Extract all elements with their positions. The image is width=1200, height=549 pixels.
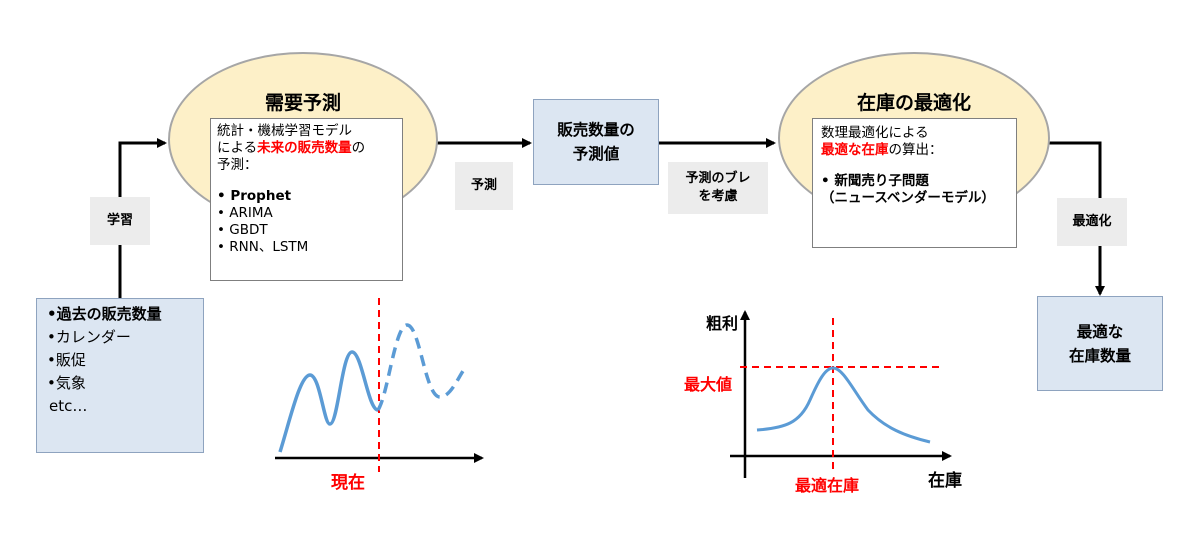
forecast-graph bbox=[275, 298, 484, 472]
optimal-quantity-box: 最適な 在庫数量 bbox=[1037, 296, 1163, 391]
input-item: •販促 bbox=[47, 351, 86, 369]
optimization-desc-highlight: 最適な在庫 bbox=[821, 142, 889, 158]
max-value-label: 最大値 bbox=[684, 375, 733, 394]
optimization-details: 数理最適化による 最適な在庫の算出： • 新聞売り子問題 （ニュースベンダーモデ… bbox=[812, 118, 1017, 248]
optimization-item: • 新聞売り子問題 bbox=[821, 173, 929, 189]
profit-graph bbox=[730, 310, 952, 478]
input-item: •過去の販売数量 bbox=[47, 305, 162, 323]
profit-axis-label: 粗利 bbox=[706, 314, 739, 333]
stock-axis-label: 在庫 bbox=[928, 471, 962, 491]
input-item: •カレンダー bbox=[47, 328, 131, 346]
optimal-quantity-line2: 在庫数量 bbox=[1068, 346, 1131, 365]
label-optimize: 最適化 bbox=[1057, 198, 1127, 246]
forecast-desc-line3: 予測： bbox=[217, 157, 258, 173]
forecast-desc-highlight: 未来の販売数量 bbox=[257, 140, 352, 156]
history-curve bbox=[278, 350, 379, 453]
forecast-details: 統計・機械学習モデル による未来の販売数量の 予測： • Prophet • A… bbox=[210, 118, 403, 281]
optimization-desc-line1: 数理最適化による bbox=[821, 125, 929, 141]
optimization-desc-b: の算出： bbox=[888, 142, 943, 158]
model-item: • ARIMA bbox=[217, 205, 273, 221]
inputs-box: •過去の販売数量 •カレンダー •販促 •気象 etc… bbox=[36, 298, 204, 453]
forecast-value-box: 販売数量の 予測値 bbox=[533, 99, 659, 185]
model-item: • Prophet bbox=[217, 188, 292, 204]
profit-curve bbox=[756, 366, 931, 444]
forecast-title: 需要予測 bbox=[264, 92, 341, 114]
forecast-curve bbox=[376, 323, 469, 411]
input-item: •気象 bbox=[47, 374, 86, 392]
forecast-desc-b: の bbox=[351, 140, 366, 156]
optimization-title: 在庫の最適化 bbox=[856, 92, 971, 114]
model-item: • RNN、LSTM bbox=[217, 239, 309, 255]
label-forecast: 予測 bbox=[455, 162, 513, 210]
arrow-learning bbox=[118, 138, 167, 298]
input-item: etc… bbox=[49, 397, 88, 415]
label-learning: 学習 bbox=[90, 197, 150, 245]
forecast-desc-a: による bbox=[217, 140, 258, 156]
optimization-item-sub: （ニュースベンダーモデル） bbox=[821, 190, 995, 206]
optimal-stock-label: 最適在庫 bbox=[795, 476, 860, 495]
now-label: 現在 bbox=[331, 473, 365, 493]
optimal-quantity-line1: 最適な bbox=[1076, 322, 1124, 341]
forecast-desc-line1: 統計・機械学習モデル bbox=[217, 123, 352, 139]
forecast-value-line2: 予測値 bbox=[572, 145, 620, 163]
label-consider: 予測のブレ を考慮 bbox=[668, 162, 768, 214]
forecast-value-line1: 販売数量の bbox=[557, 121, 635, 139]
model-item: • GBDT bbox=[217, 222, 268, 238]
